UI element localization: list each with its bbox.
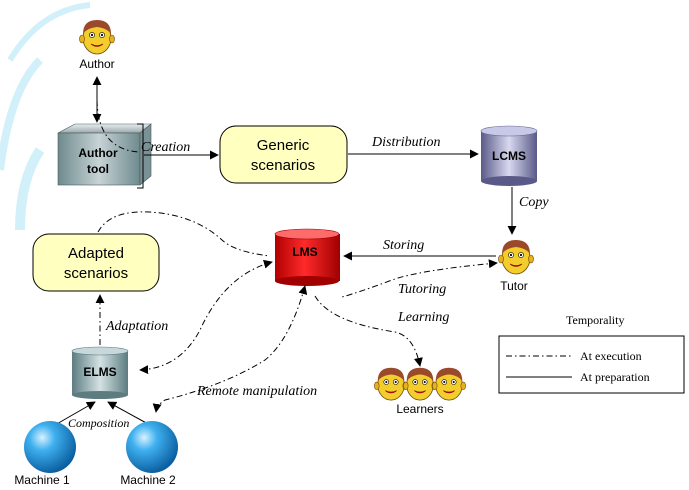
author-tool-label-2: tool bbox=[87, 162, 109, 176]
storing-label: Storing bbox=[383, 238, 424, 253]
generic-scenarios-node: Generic scenarios bbox=[219, 125, 348, 184]
lcms-node: LCMS bbox=[480, 125, 538, 186]
learners-face-icon-2 bbox=[402, 367, 438, 401]
composition-arrow-2 bbox=[107, 401, 151, 426]
tutor-face-icon bbox=[498, 239, 534, 275]
legend-execution-label: At execution bbox=[580, 349, 642, 363]
distribution-label: Distribution bbox=[371, 135, 440, 150]
machine-2-label: Machine 2 bbox=[120, 473, 176, 487]
adapted-scenarios-label-2: scenarios bbox=[64, 265, 128, 282]
author-tool-bracket bbox=[137, 123, 144, 189]
learners-label: Learners bbox=[396, 402, 443, 416]
author-tool-box: Author tool bbox=[57, 123, 152, 186]
creation-label: Creation bbox=[141, 140, 190, 155]
legend-preparation-label: At preparation bbox=[580, 370, 650, 384]
adaptation-label: Adaptation bbox=[105, 319, 168, 334]
tutor-label: Tutor bbox=[500, 279, 528, 293]
copy-label: Copy bbox=[519, 195, 549, 210]
elms-lms-arrow bbox=[139, 259, 273, 375]
legend-title: Temporality bbox=[566, 313, 624, 327]
elms-label: ELMS bbox=[83, 365, 116, 379]
adapted-to-lms-curve bbox=[97, 211, 271, 257]
learners-face-icon-3 bbox=[431, 367, 467, 401]
composition-label: Composition bbox=[68, 416, 129, 430]
author-tool-label-1: Author bbox=[78, 146, 118, 160]
lms-label: LMS bbox=[292, 245, 317, 259]
machine-1-label: Machine 1 bbox=[14, 473, 70, 487]
composition-arrow-1 bbox=[54, 401, 96, 426]
machine-1-sphere-icon bbox=[24, 421, 76, 473]
machine-2-sphere-icon bbox=[126, 421, 178, 473]
author-face-icon bbox=[79, 19, 115, 55]
author-exec-curve bbox=[96, 99, 141, 153]
generic-scenarios-label-2: scenarios bbox=[251, 157, 315, 174]
watermark bbox=[0, 2, 91, 231]
remote-manipulation-label: Remote manipulation bbox=[196, 384, 317, 399]
lcms-label: LCMS bbox=[492, 149, 526, 163]
legend-box: At execution At preparation bbox=[498, 335, 685, 394]
adapted-scenarios-node: Adapted scenarios bbox=[32, 233, 160, 292]
learning-label: Learning bbox=[397, 310, 449, 325]
remote-manipulation-arrow bbox=[152, 285, 308, 413]
tutoring-arrow bbox=[341, 259, 498, 298]
elms-node: ELMS bbox=[71, 346, 129, 399]
generic-scenarios-label-1: Generic bbox=[257, 137, 310, 154]
learning-arrow bbox=[314, 295, 423, 367]
author-label: Author bbox=[79, 57, 114, 71]
learners-face-icon-1 bbox=[373, 367, 409, 401]
adapted-scenarios-label-1: Adapted bbox=[68, 245, 124, 262]
tutoring-label: Tutoring bbox=[398, 282, 446, 297]
lms-node: LMS bbox=[274, 228, 340, 286]
